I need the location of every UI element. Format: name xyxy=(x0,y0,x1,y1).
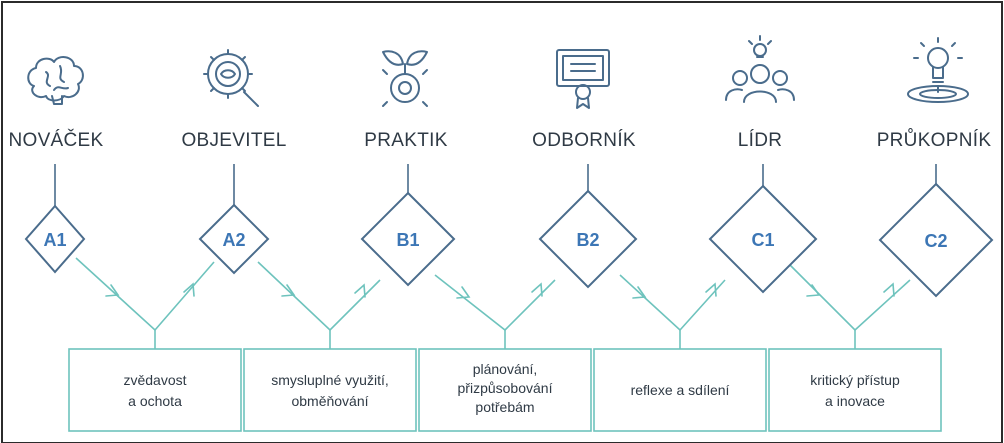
transition-box-3 xyxy=(418,348,592,432)
certificate-icon xyxy=(556,49,610,109)
arrow-up-4 xyxy=(705,282,717,297)
level-diamond-3 xyxy=(360,191,456,287)
arrow-down-2 xyxy=(281,284,296,297)
arrow-down-1 xyxy=(105,284,120,297)
connector-3 xyxy=(434,274,556,332)
transition-box-4 xyxy=(593,348,767,432)
level-diamond-1 xyxy=(24,204,86,274)
transition-text-2-line-1: smysluplné využití, xyxy=(271,372,388,388)
level-code-4: B2 xyxy=(576,230,599,250)
stage-label-6: PRŮKOPNÍK xyxy=(877,129,992,151)
level-diamond-5 xyxy=(708,184,818,294)
level-code-6: C2 xyxy=(924,231,947,251)
level-diamond-2 xyxy=(198,203,270,275)
arrow-up-3 xyxy=(531,282,543,297)
transition-text-3-line-2: přizpůsobování xyxy=(458,380,553,396)
team-lightbulb-icon xyxy=(725,35,795,103)
transition-text-3-line-1: plánování, xyxy=(473,361,538,377)
stage-label-5: LÍDR xyxy=(738,130,783,151)
connector-5 xyxy=(789,264,911,332)
level-code-3: B1 xyxy=(396,230,419,250)
gear-magnifier-icon xyxy=(203,49,259,107)
transition-box-5 xyxy=(768,348,942,432)
connector-2 xyxy=(257,261,381,332)
stage-label-3: PRAKTIK xyxy=(364,130,447,151)
arrow-down-5 xyxy=(806,284,821,297)
stage-label-1: NOVÁČEK xyxy=(8,129,103,151)
stage-label-4: ODBORNÍK xyxy=(532,130,636,151)
level-diamond-6 xyxy=(878,182,994,298)
level-diamond-4 xyxy=(538,189,638,289)
transition-text-1-line-2: a ochota xyxy=(128,393,182,409)
arrow-up-2 xyxy=(354,283,366,298)
transition-text-5-line-2: a inovace xyxy=(825,393,885,409)
transition-box-1 xyxy=(68,348,242,432)
level-code-2: A2 xyxy=(222,230,245,250)
level-code-5: C1 xyxy=(751,230,774,250)
transition-text-2-line-2: obměňování xyxy=(291,393,368,409)
arrow-up-5 xyxy=(883,282,895,297)
transition-text-1-line-1: zvědavost xyxy=(123,372,186,388)
arrow-up-1 xyxy=(183,282,195,297)
stage-label-2: OBJEVITEL xyxy=(181,130,286,151)
arrow-down-4 xyxy=(632,286,647,299)
lightbulb-target-icon xyxy=(907,37,969,103)
transition-text-3-line-3: potřebám xyxy=(475,399,534,415)
connector-4 xyxy=(619,274,726,332)
transition-box-2 xyxy=(243,348,417,432)
plant-gear-icon xyxy=(382,50,428,107)
arrow-down-3 xyxy=(456,286,471,299)
transition-text-5-line-1: kritický přístup xyxy=(810,372,900,388)
brain-icon xyxy=(27,56,84,105)
transition-text-4-line-1: reflexe a sdílení xyxy=(631,382,730,398)
level-code-1: A1 xyxy=(43,230,66,250)
